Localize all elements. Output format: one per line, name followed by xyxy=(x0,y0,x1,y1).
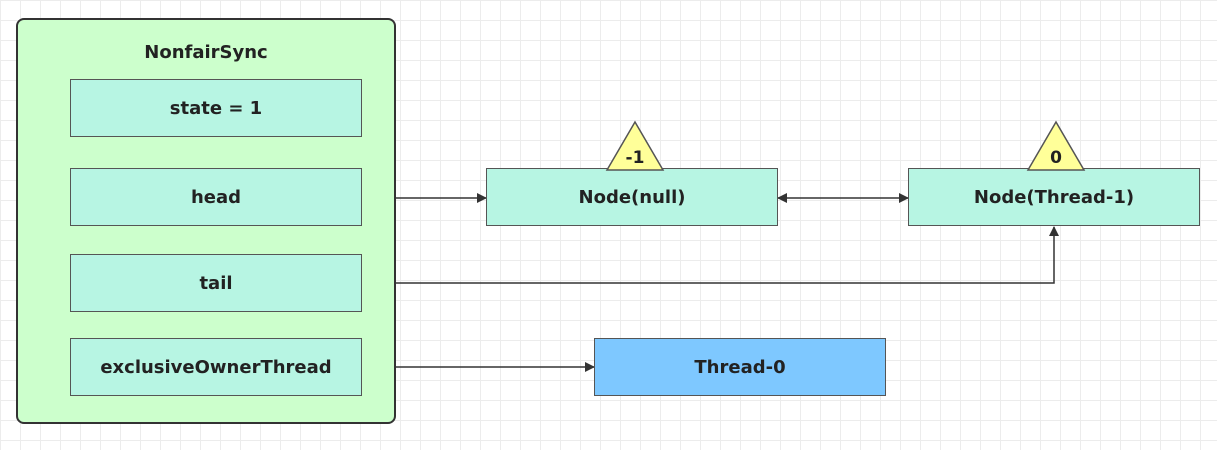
wait-status-badge-thread1: 0 xyxy=(1026,120,1086,171)
thread0-box: Thread-0 xyxy=(594,338,886,396)
wait-status-badge-null: -1 xyxy=(605,120,665,171)
edge-tail-to-node-thread1 xyxy=(361,226,1059,288)
node-null: Node(null) xyxy=(486,168,778,226)
field-exclusive-owner-thread: exclusiveOwnerThread xyxy=(70,338,362,396)
field-tail: tail xyxy=(70,254,362,312)
field-state: state = 1 xyxy=(70,79,362,137)
node-thread1: Node(Thread-1) xyxy=(908,168,1200,226)
field-head: head xyxy=(70,168,362,226)
container-title: NonfairSync xyxy=(144,42,268,63)
wait-status-value-null: -1 xyxy=(626,148,645,168)
wait-status-value-thread1: 0 xyxy=(1050,148,1062,168)
